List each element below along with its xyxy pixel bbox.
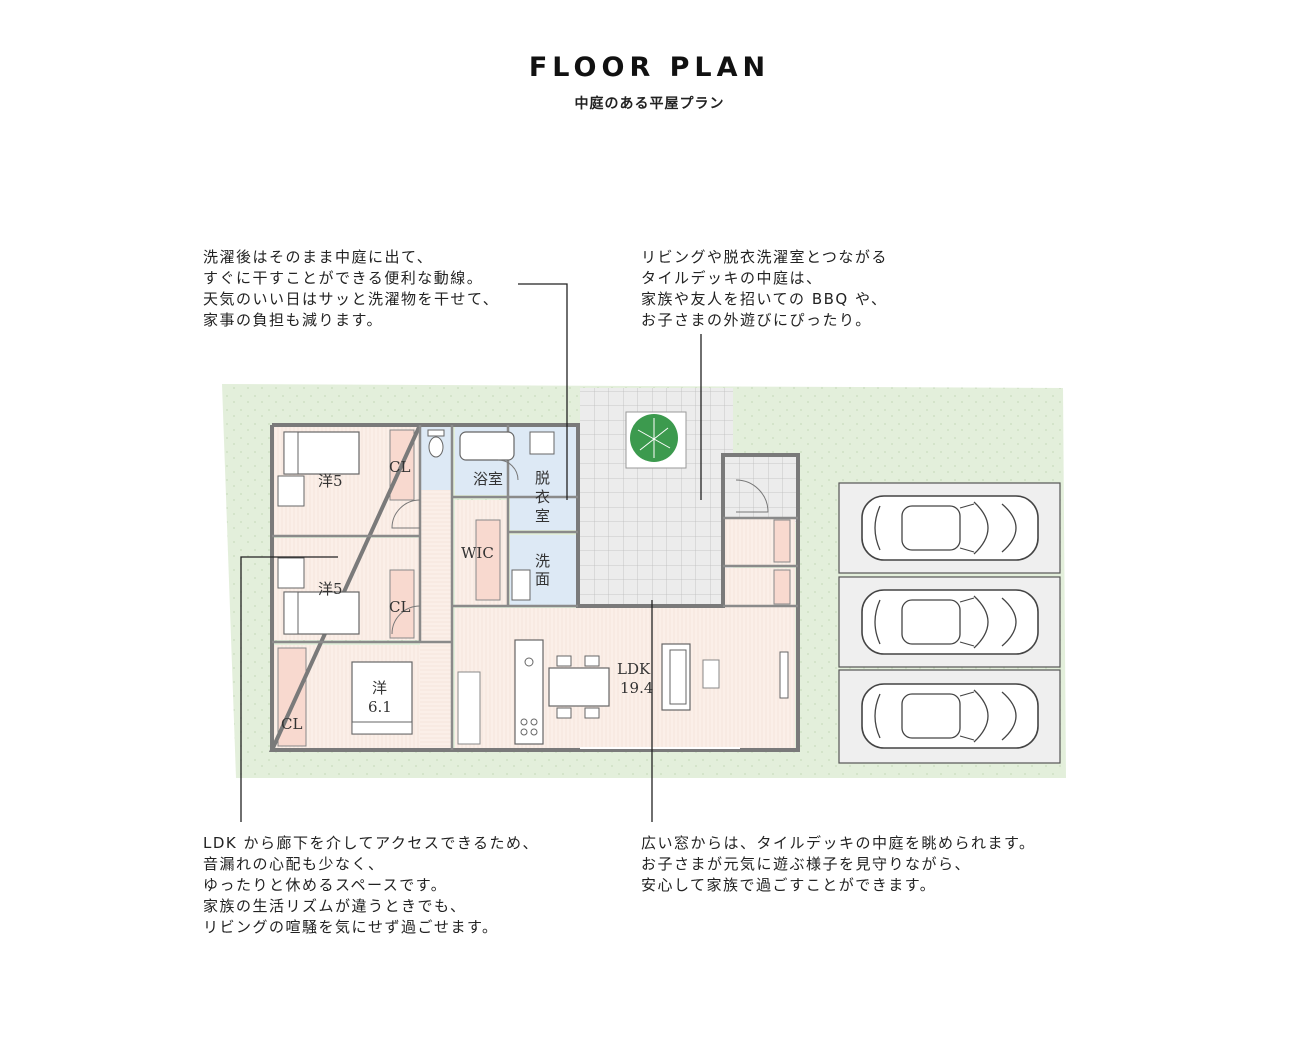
note-line: 家事の負担も減ります。 — [203, 311, 384, 329]
note-bedroom: LDK から廊下を介してアクセスできるため、 音漏れの心配も少なく、 ゆったりと… — [203, 833, 539, 938]
note-courtyard: リビングや脱衣洗濯室とつながる タイルデッキの中庭は、 家族や友人を招いての B… — [641, 247, 888, 331]
note-line: お子さまが元気に遊ぶ様子を見守りながら、 — [641, 855, 972, 873]
note-line: 音漏れの心配も少なく、 — [203, 855, 385, 873]
car-icon — [861, 589, 1039, 655]
note-line: すぐに干すことができる便利な動線。 — [203, 269, 484, 287]
note-line: 家族や友人を招いての BBQ や、 — [641, 290, 888, 308]
room-label-bedroom-3-name: 洋 — [372, 679, 387, 697]
page-subtitle: 中庭のある平屋プラン — [574, 96, 725, 112]
car-icon — [861, 683, 1039, 749]
bed-icon — [351, 661, 413, 735]
toilet-icon — [427, 429, 445, 458]
room-label-bedroom-3-size: 6.1 — [368, 698, 392, 716]
room-label-bedroom-1: 洋5 — [318, 472, 343, 490]
note-line: 家族の生活リズムが違うときでも、 — [203, 897, 467, 915]
room-label-bedroom-2: 洋5 — [318, 580, 343, 598]
room-label-closet-3: CL — [281, 715, 302, 733]
note-line: 洗濯後はそのまま中庭に出て、 — [203, 248, 434, 266]
note-line: 広い窓からは、タイルデッキの中庭を眺められます。 — [641, 834, 1036, 852]
dining-table-icon — [548, 655, 610, 719]
room-label-dressing: 衣 — [535, 488, 550, 506]
bed-icon — [283, 431, 360, 475]
room-label-bath: 浴室 — [473, 470, 503, 488]
note-line: リビングの喧騒を気にせず過ごせます。 — [203, 918, 499, 936]
door-icon — [391, 459, 769, 635]
sofa-icon — [661, 643, 691, 711]
note-line: 天気のいい日はサッと洗濯物を干せて、 — [203, 290, 500, 308]
desk-icon — [277, 557, 305, 589]
bathtub-icon — [459, 431, 515, 461]
room-label-ldk-name: LDK — [617, 660, 651, 678]
note-line: リビングや脱衣洗濯室とつながる — [641, 248, 888, 266]
note-line: 安心して家族で過ごすことができます。 — [641, 876, 937, 894]
note-line: タイルデッキの中庭は、 — [641, 269, 823, 287]
kitchen-island — [514, 639, 544, 745]
tv-icon — [779, 651, 789, 699]
room-label-dressing: 脱 — [535, 469, 550, 487]
note-laundry: 洗濯後はそのまま中庭に出て、 すぐに干すことができる便利な動線。 天気のいい日は… — [203, 247, 499, 331]
room-label-washroom: 洗 — [535, 552, 550, 570]
note-window: 広い窓からは、タイルデッキの中庭を眺められます。 お子さまが元気に遊ぶ様子を見守… — [641, 833, 1036, 896]
note-line: LDK から廊下を介してアクセスできるため、 — [203, 834, 540, 852]
room-label-dressing: 室 — [535, 507, 550, 525]
room-label-ldk-size: 19.4 — [620, 679, 653, 697]
tree-icon — [625, 411, 687, 469]
house — [268, 423, 800, 752]
note-line: お子さまの外遊びにぴったり。 — [641, 311, 872, 329]
bed-icon — [283, 591, 360, 635]
washer-icon — [529, 431, 555, 455]
desk-icon — [277, 475, 305, 507]
room-label-wic: WIC — [461, 544, 494, 562]
room-label-washroom: 面 — [535, 570, 550, 588]
leader-lines — [240, 283, 702, 822]
sink-icon — [511, 569, 531, 601]
car-icon — [861, 495, 1039, 561]
note-line: ゆったりと休めるスペースです。 — [203, 876, 448, 894]
room-label-closet-1: CL — [389, 458, 410, 476]
room-label-closet-2: CL — [389, 598, 410, 616]
page-title: FLOOR PLAN — [528, 52, 771, 83]
